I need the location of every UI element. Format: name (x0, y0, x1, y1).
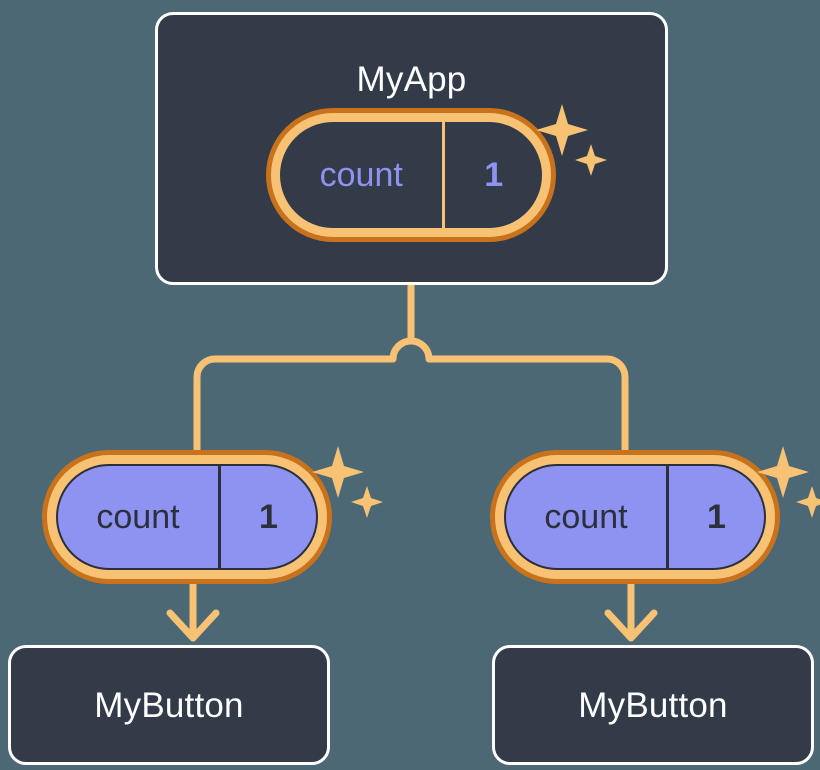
state-pill-face: count 1 (504, 464, 766, 570)
state-key: count (319, 155, 403, 194)
arrow-down-icon-right (604, 582, 658, 642)
component-card-mybutton-right[interactable]: MyButton (492, 645, 814, 765)
state-value: 1 (217, 466, 316, 568)
state-pill-ring: count 1 (271, 113, 551, 237)
state-pill-right[interactable]: count 1 (490, 450, 780, 584)
state-pill-myapp[interactable]: count 1 (266, 108, 556, 242)
state-key: count (96, 497, 180, 536)
component-title-myapp: MyApp (356, 60, 467, 99)
state-value: 1 (665, 466, 764, 568)
state-key: count (544, 497, 628, 536)
tree-branch-connector (407, 281, 629, 456)
component-title-mybutton-left: MyButton (94, 686, 244, 725)
component-card-mybutton-left[interactable]: MyButton (8, 645, 330, 765)
state-pill-left[interactable]: count 1 (42, 450, 332, 584)
state-pill-face: count 1 (280, 122, 542, 228)
state-pill-ring: count 1 (47, 455, 327, 579)
state-pill-face: count 1 (56, 464, 318, 570)
arrow-down-icon-left (166, 582, 220, 642)
state-value: 1 (442, 122, 542, 228)
state-pill-ring: count 1 (495, 455, 775, 579)
tree-branch-connector-left (193, 281, 415, 456)
component-title-mybutton-right: MyButton (578, 686, 728, 725)
